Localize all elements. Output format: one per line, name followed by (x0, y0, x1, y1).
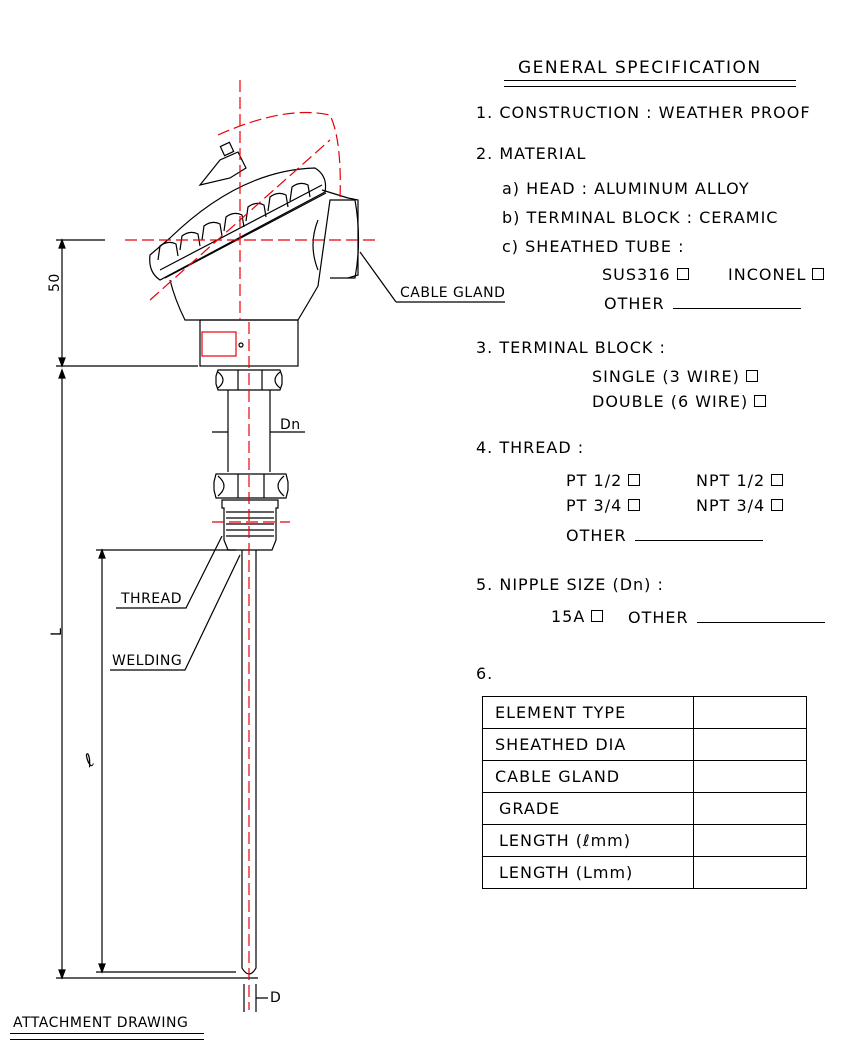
option-pt12: PT 1/2 (566, 471, 641, 490)
checkbox-npt12[interactable] (771, 473, 784, 486)
option-double: DOUBLE (6 WIRE) (592, 392, 767, 411)
table-cell-label: ELEMENT TYPE (482, 696, 694, 729)
checkbox-pt12[interactable] (628, 473, 641, 486)
option-other-tube: OTHER (604, 295, 801, 313)
option-pt12-label: PT 1/2 (566, 471, 623, 490)
other-thread-field[interactable] (634, 540, 763, 541)
table-cell-label: LENGTH (Lmm) (482, 856, 694, 889)
table-cell-label: SHEATHED DIA (482, 728, 694, 761)
table-row: LENGTH (Lmm) (482, 856, 807, 889)
spec-item-6: 6. (476, 664, 494, 683)
table-cell-label: LENGTH (ℓmm) (482, 824, 694, 857)
other-nipple-field[interactable] (696, 622, 825, 623)
option-sus316-label: SUS316 (602, 265, 671, 284)
option-other-thread: OTHER (566, 527, 763, 545)
spec-terminal-block: 3. TERMINAL BLOCK : (476, 338, 666, 357)
attachment-underline (10, 1033, 204, 1040)
other-tube-field[interactable] (672, 308, 801, 309)
option-other-thread-label: OTHER (566, 526, 627, 545)
option-15a-label: 15A (551, 607, 586, 626)
option-npt34: NPT 3/4 (696, 496, 784, 515)
spec-nipple-size: 5. NIPPLE SIZE (Dn) : (476, 575, 664, 594)
table-row: CABLE GLAND (482, 760, 807, 793)
checkbox-inconel[interactable] (812, 267, 825, 280)
spec-table: ELEMENT TYPE SHEATHED DIA CABLE GLAND GR… (482, 696, 807, 889)
table-row: SHEATHED DIA (482, 728, 807, 761)
option-npt34-label: NPT 3/4 (696, 496, 766, 515)
attachment-drawing-title: ATTACHMENT DRAWING (13, 1015, 189, 1031)
option-15a: 15A (551, 607, 604, 626)
checkbox-sus316[interactable] (676, 267, 689, 280)
table-cell-label: GRADE (482, 792, 694, 825)
label-thread: THREAD (121, 591, 183, 607)
title-underline (504, 80, 796, 87)
spec-thread: 4. THREAD : (476, 438, 585, 457)
table-row: LENGTH (ℓmm) (482, 824, 807, 857)
table-cell-value[interactable] (693, 792, 807, 825)
option-other-nipple-label: OTHER (628, 608, 689, 627)
dimension-D: D (270, 990, 282, 1006)
spec-terminal-block-material: b) TERMINAL BLOCK : CERAMIC (502, 208, 779, 227)
dimension-50: 50 (47, 273, 63, 292)
label-cable-gland: CABLE GLAND (400, 285, 506, 301)
label-welding: WELDING (112, 653, 183, 669)
lid-fins (157, 182, 311, 261)
table-row: GRADE (482, 792, 807, 825)
table-cell-value[interactable] (693, 824, 807, 857)
spec-head: a) HEAD : ALUMINUM ALLOY (502, 179, 750, 198)
table-cell-value[interactable] (693, 728, 807, 761)
option-single: SINGLE (3 WIRE) (592, 368, 758, 386)
page-title: GENERAL SPECIFICATION (518, 58, 762, 78)
label-dn: Dn (280, 417, 301, 433)
table-cell-value[interactable] (693, 696, 807, 729)
table-cell-label: CABLE GLAND (482, 760, 694, 793)
spec-sheathed-tube: c) SHEATHED TUBE : (502, 237, 685, 256)
table-row: ELEMENT TYPE (482, 696, 807, 729)
checkbox-npt34[interactable] (771, 498, 784, 511)
checkbox-double[interactable] (754, 394, 767, 407)
checkbox-15a[interactable] (591, 609, 604, 622)
option-inconel-label: INCONEL (728, 265, 807, 284)
option-npt12-label: NPT 1/2 (696, 471, 766, 490)
spec-construction: 1. CONSTRUCTION : WEATHER PROOF (476, 103, 811, 122)
option-pt34-label: PT 3/4 (566, 496, 623, 515)
option-other-tube-label: OTHER (604, 294, 665, 313)
table-cell-value[interactable] (693, 856, 807, 889)
head-lid (149, 167, 327, 281)
option-sus316: SUS316 (602, 266, 689, 284)
option-single-label: SINGLE (3 WIRE) (592, 367, 740, 386)
option-double-label: DOUBLE (6 WIRE) (592, 392, 749, 411)
option-npt12: NPT 1/2 (696, 471, 784, 490)
spec-material: 2. MATERIAL (476, 144, 587, 163)
option-pt34: PT 3/4 (566, 496, 641, 515)
checkbox-pt34[interactable] (628, 498, 641, 511)
checkbox-single[interactable] (745, 369, 758, 382)
dimension-L: L (49, 627, 65, 636)
option-inconel: INCONEL (728, 265, 825, 284)
option-other-nipple: OTHER (628, 609, 825, 627)
table-cell-value[interactable] (693, 760, 807, 793)
